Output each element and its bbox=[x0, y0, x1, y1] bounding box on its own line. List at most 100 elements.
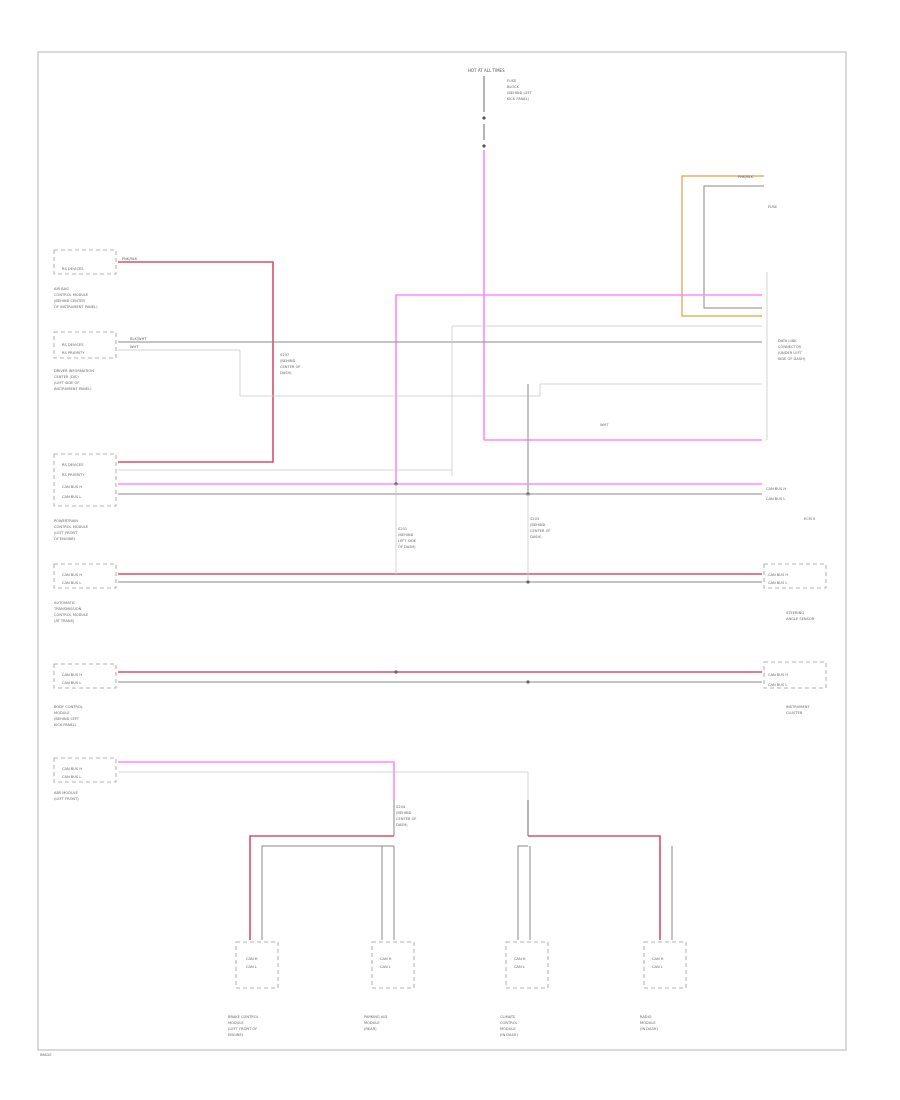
svg-text:CONTROL: CONTROL bbox=[500, 1021, 518, 1025]
svg-text:RS PRIORITY: RS PRIORITY bbox=[62, 351, 85, 355]
svg-text:WHT: WHT bbox=[130, 345, 139, 349]
svg-text:(BEHIND CENTER: (BEHIND CENTER bbox=[54, 299, 85, 303]
svg-text:INSTRUMENT: INSTRUMENT bbox=[786, 705, 810, 709]
svg-text:MODULE: MODULE bbox=[640, 1021, 656, 1025]
svg-text:(IN DASH): (IN DASH) bbox=[500, 1033, 518, 1037]
image-note: IMAGE bbox=[40, 1053, 52, 1057]
svg-text:CLIMATE: CLIMATE bbox=[500, 1015, 516, 1019]
svg-text:BLK/WHT: BLK/WHT bbox=[130, 337, 147, 341]
svg-text:CAN H: CAN H bbox=[514, 957, 526, 961]
svg-text:KICK PANEL): KICK PANEL) bbox=[54, 723, 77, 727]
dlc-connector: DATA LINK CONNECTOR (UNDER LEFT SIDE OF … bbox=[766, 272, 806, 440]
instrument-cluster: CAN BUS H CAN BUS L INSTRUMENT CLUSTER bbox=[763, 661, 827, 715]
svg-text:INSTRUMENT PANEL): INSTRUMENT PANEL) bbox=[54, 387, 92, 391]
svg-text:FUSE: FUSE bbox=[507, 79, 517, 83]
svg-text:ANGLE SENSOR: ANGLE SENSOR bbox=[786, 617, 815, 621]
svg-text:CAN BUS L: CAN BUS L bbox=[766, 497, 785, 501]
svg-text:CAN H: CAN H bbox=[652, 957, 664, 961]
svg-text:CONTROL MODULE: CONTROL MODULE bbox=[54, 613, 89, 617]
svg-text:RS DEVICES: RS DEVICES bbox=[62, 267, 84, 271]
svg-text:DATA LINK: DATA LINK bbox=[778, 339, 797, 343]
svg-text:CAN L: CAN L bbox=[380, 965, 391, 969]
svg-text:CAN H: CAN H bbox=[380, 957, 392, 961]
svg-text:CENTER OF: CENTER OF bbox=[280, 365, 300, 369]
svg-text:CAN BUS H: CAN BUS H bbox=[768, 673, 788, 677]
svg-text:WHT: WHT bbox=[600, 423, 609, 427]
svg-text:(LEFT FRONT): (LEFT FRONT) bbox=[54, 797, 79, 801]
svg-text:(LEFT FRONT: (LEFT FRONT bbox=[54, 531, 78, 535]
svg-text:DASH): DASH) bbox=[280, 371, 292, 375]
svg-text:CAN BUS L: CAN BUS L bbox=[62, 775, 81, 779]
svg-text:S201: S201 bbox=[398, 527, 407, 531]
svg-text:CAN BUS L: CAN BUS L bbox=[62, 581, 81, 585]
svg-text:BODY CONTROL: BODY CONTROL bbox=[54, 705, 83, 709]
svg-text:CENTER OF: CENTER OF bbox=[530, 529, 550, 533]
svg-text:CENTER OF: CENTER OF bbox=[396, 817, 416, 821]
svg-text:S207: S207 bbox=[280, 353, 289, 357]
svg-text:CAN BUS L: CAN BUS L bbox=[768, 683, 787, 687]
svg-text:(BEHIND: (BEHIND bbox=[398, 533, 414, 537]
svg-text:CAN BUS H: CAN BUS H bbox=[768, 573, 788, 577]
svg-text:(LEFT FRONT OF: (LEFT FRONT OF bbox=[228, 1027, 257, 1031]
top-fuse: HOT AT ALL TIMES FUSE BLOCK (BEHIND LEFT… bbox=[468, 68, 533, 440]
svg-text:MODULE: MODULE bbox=[364, 1021, 380, 1025]
svg-text:(REAR): (REAR) bbox=[364, 1027, 377, 1031]
svg-text:OF INSTRUMENT PANEL): OF INSTRUMENT PANEL) bbox=[54, 305, 98, 309]
svg-text:CAN BUS L: CAN BUS L bbox=[768, 581, 787, 585]
svg-text:CENTER (DIC): CENTER (DIC) bbox=[54, 375, 79, 379]
splice-s3: S203 (BEHIND CENTER OF DASH) bbox=[530, 517, 550, 539]
svg-text:(BEHIND LEFT: (BEHIND LEFT bbox=[507, 91, 533, 95]
pcm-module: RS DEVICES RS PRIORITY CAN BUS H CAN BUS… bbox=[53, 453, 117, 541]
svg-text:BRAKE CONTROL: BRAKE CONTROL bbox=[228, 1015, 259, 1019]
tcm-module: CAN BUS H CAN BUS L AUTOMATIC TRANSMISSI… bbox=[53, 563, 117, 623]
bottom-module-2: CAN H CAN L PARKING AID MODULE (REAR) bbox=[364, 941, 415, 1031]
abs-module: CAN BUS H CAN BUS L ABS MODULE (LEFT FRO… bbox=[53, 757, 117, 801]
svg-text:(UNDER LEFT: (UNDER LEFT bbox=[778, 351, 803, 355]
svg-text:CAN BUS L: CAN BUS L bbox=[62, 681, 81, 685]
diagram-frame bbox=[37, 51, 847, 1051]
splice-s4: S204 (BEHIND CENTER OF DASH) bbox=[396, 805, 416, 827]
svg-text:CAN BUS L: CAN BUS L bbox=[62, 495, 81, 499]
svg-text:OF DASH): OF DASH) bbox=[398, 545, 416, 549]
bottom-module-3: CAN H CAN L CLIMATE CONTROL MODULE (IN D… bbox=[500, 941, 549, 1037]
svg-text:RS DEVICES: RS DEVICES bbox=[62, 463, 84, 467]
svg-text:CAN L: CAN L bbox=[514, 965, 525, 969]
svg-text:CAN BUS H: CAN BUS H bbox=[766, 487, 786, 491]
svg-text:DRIVER INFORMATION: DRIVER INFORMATION bbox=[54, 369, 94, 373]
svg-text:CONTROL MODULE: CONTROL MODULE bbox=[54, 293, 89, 297]
svg-text:LEFT SIDE: LEFT SIDE bbox=[398, 539, 417, 543]
airbag-module: RS DEVICES AIR BAG CONTROL MODULE (BEHIN… bbox=[53, 249, 138, 309]
svg-text:(LEFT SIDE OF: (LEFT SIDE OF bbox=[54, 381, 79, 385]
svg-text:(BEHIND: (BEHIND bbox=[396, 811, 412, 815]
svg-text:S203: S203 bbox=[530, 517, 539, 521]
svg-text:CAN H: CAN H bbox=[246, 957, 258, 961]
svg-text:CAN BUS H: CAN BUS H bbox=[62, 485, 82, 489]
svg-text:CAN BUS H: CAN BUS H bbox=[62, 673, 82, 677]
svg-text:AIR BAG: AIR BAG bbox=[54, 287, 69, 291]
svg-text:MODULE: MODULE bbox=[228, 1021, 244, 1025]
svg-text:DASH): DASH) bbox=[396, 823, 408, 827]
svg-text:OF ENGINE): OF ENGINE) bbox=[54, 537, 76, 541]
bcm-module: CAN BUS H CAN BUS L BODY CONTROL MODULE … bbox=[53, 663, 117, 727]
svg-text:TRANSMISSION: TRANSMISSION bbox=[53, 607, 82, 611]
top-fuse-title: HOT AT ALL TIMES bbox=[468, 68, 505, 73]
bottom-module-4: CAN H CAN L RADIO MODULE (IN DASH) bbox=[640, 941, 687, 1031]
svg-text:CAN BUS H: CAN BUS H bbox=[62, 767, 82, 771]
svg-text:MODULE: MODULE bbox=[54, 711, 70, 715]
svg-text:AUTOMATIC: AUTOMATIC bbox=[54, 601, 76, 605]
svg-text:MODULE: MODULE bbox=[500, 1027, 516, 1031]
svg-text:PNK/BLK: PNK/BLK bbox=[122, 257, 138, 261]
ecm2-block: CAN BUS H CAN BUS L ECM II bbox=[766, 487, 815, 521]
svg-text:CONNECTOR: CONNECTOR bbox=[778, 345, 802, 349]
svg-text:CLUSTER: CLUSTER bbox=[786, 711, 803, 715]
svg-text:ECM II: ECM II bbox=[804, 517, 815, 521]
svg-text:ABS MODULE: ABS MODULE bbox=[54, 791, 79, 795]
splice-s2: S201 (BEHIND LEFT SIDE OF DASH) bbox=[398, 527, 417, 549]
svg-text:CAN L: CAN L bbox=[652, 965, 663, 969]
svg-text:RS PRIORITY: RS PRIORITY bbox=[62, 473, 85, 477]
svg-text:CAN BUS H: CAN BUS H bbox=[62, 573, 82, 577]
svg-text:(IN DASH): (IN DASH) bbox=[640, 1027, 658, 1031]
svg-text:(AT TRANS): (AT TRANS) bbox=[54, 619, 75, 623]
svg-text:ENGINE): ENGINE) bbox=[228, 1033, 244, 1037]
